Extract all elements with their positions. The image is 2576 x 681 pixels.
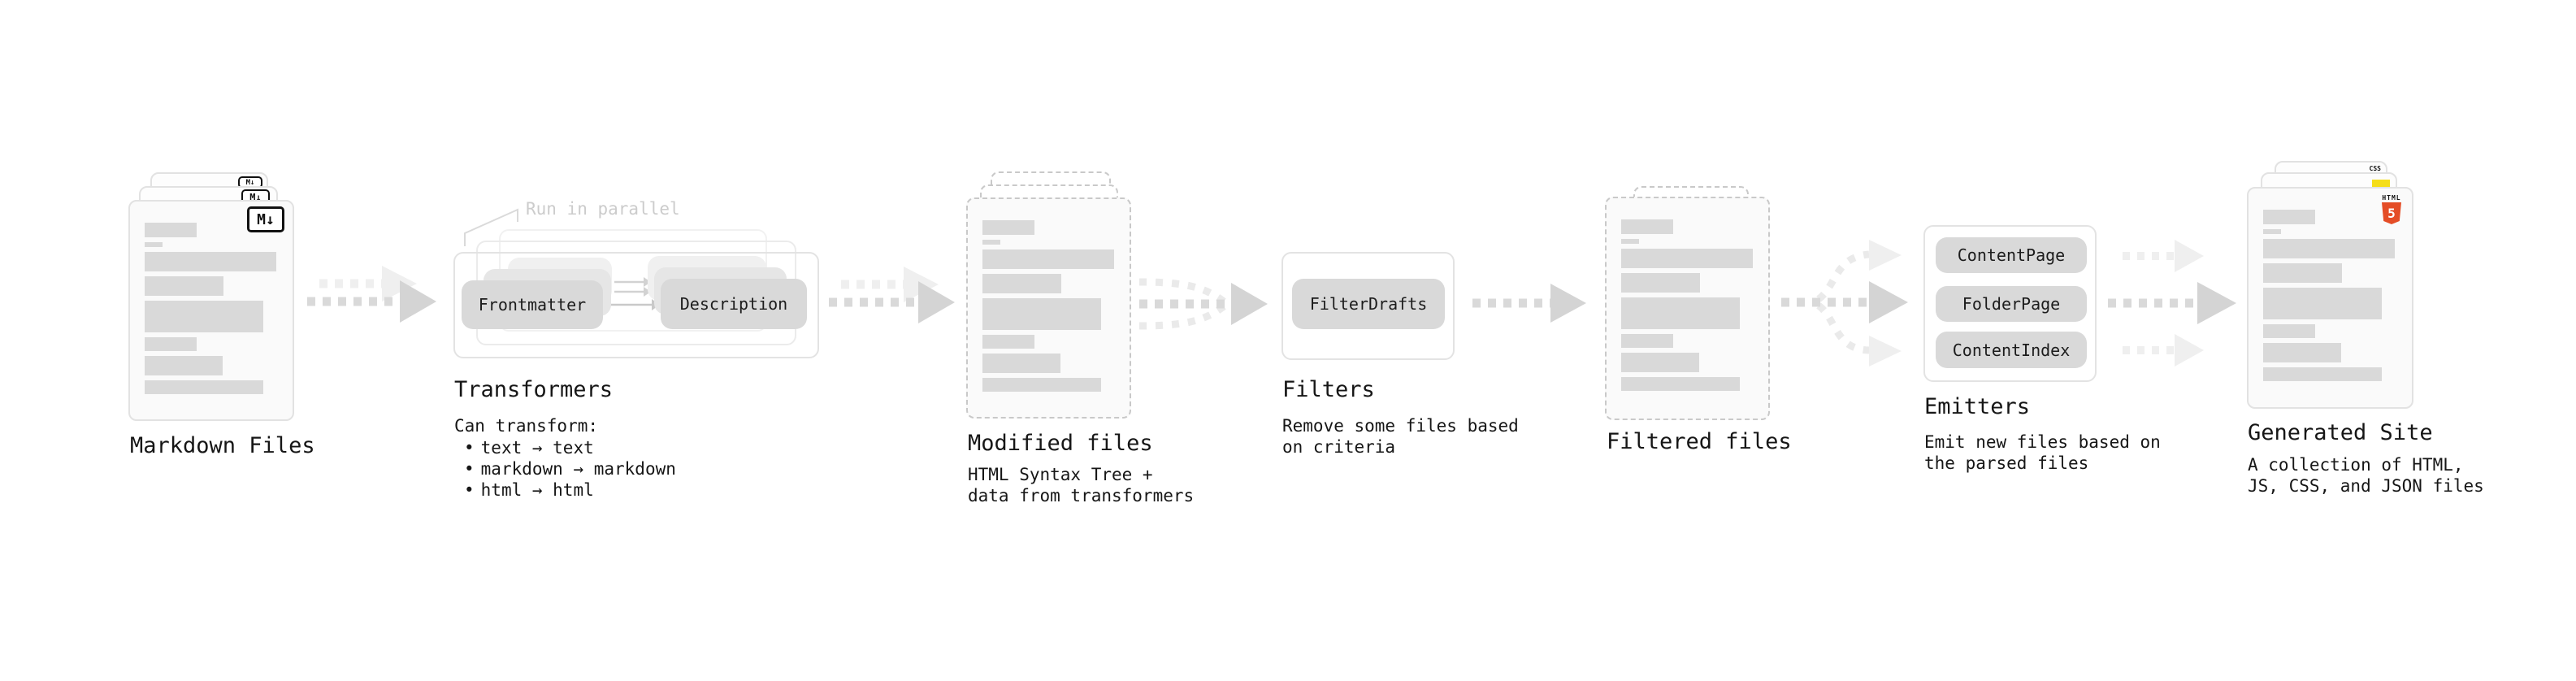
placeholder-bar	[2263, 229, 2281, 234]
frontmatter-pill: Frontmatter	[462, 280, 603, 329]
placeholder-bar	[982, 274, 1061, 293]
emitters-label: Emitters	[1924, 394, 2031, 419]
folderpage-pill: FolderPage	[1936, 286, 2087, 322]
placeholder-bar	[1621, 377, 1740, 391]
description-line: on criteria	[1282, 437, 1396, 457]
arrow-filtered-to-emitters	[1781, 240, 1908, 367]
transformers-description: Can transform:	[454, 416, 599, 436]
description-line: data from transformers	[968, 486, 1195, 505]
bullet-text: text → text	[480, 438, 594, 458]
arrow-filters-to-filtered	[1472, 284, 1586, 323]
modified-files-label: Modified files	[968, 431, 1153, 456]
placeholder-bar	[2263, 210, 2315, 224]
filters-description: Remove some files based on criteria	[1282, 415, 1519, 458]
html5-icon-text: HTML	[2382, 194, 2401, 202]
description-line: Emit new files based on	[1924, 432, 2161, 452]
placeholder-text-lines	[1621, 219, 1753, 391]
placeholder-bar	[2263, 324, 2315, 338]
markdown-files-label: Markdown Files	[130, 433, 315, 458]
description-line: JS, CSS, and JSON files	[2248, 476, 2484, 496]
placeholder-bar	[2263, 343, 2341, 362]
placeholder-bar	[982, 378, 1101, 392]
modified-files-description: HTML Syntax Tree + data from transformer…	[968, 464, 1194, 506]
placeholder-bar	[145, 380, 263, 394]
emitters-description: Emit new files based on the parsed files	[1924, 432, 2161, 474]
arrow-transformers-to-modified	[829, 267, 955, 323]
description-line: HTML Syntax Tree +	[968, 465, 1153, 484]
placeholder-bar	[1621, 297, 1740, 329]
placeholder-text-lines	[145, 223, 276, 394]
placeholder-bar	[1621, 353, 1699, 372]
placeholder-text-lines	[982, 220, 1114, 392]
file-card-front	[1605, 197, 1770, 420]
html5-icon-shield: 5	[2382, 202, 2401, 224]
placeholder-bar	[982, 354, 1060, 373]
transformer-box-front	[453, 252, 819, 358]
placeholder-bar	[145, 276, 223, 296]
placeholder-bar	[1621, 239, 1639, 244]
description-line: Remove some files based	[1282, 416, 1519, 436]
generated-site-description: A collection of HTML, JS, CSS, and JSON …	[2248, 454, 2484, 497]
placeholder-bar	[145, 356, 223, 375]
bullet-text: markdown → markdown	[480, 459, 676, 479]
placeholder-bar	[145, 337, 197, 351]
contentindex-pill: ContentIndex	[1936, 332, 2087, 368]
js-file-icon	[2372, 180, 2390, 189]
filterdrafts-pill: FilterDrafts	[1292, 279, 1445, 329]
placeholder-bar	[2263, 288, 2382, 319]
placeholder-bar	[2263, 367, 2382, 381]
html5-icon: HTML 5	[2381, 194, 2402, 224]
placeholder-bar	[1621, 273, 1700, 293]
contentpage-pill: ContentPage	[1936, 237, 2087, 273]
placeholder-bar	[145, 223, 197, 237]
arrow-modified-to-filters	[1138, 278, 1268, 330]
filters-label: Filters	[1282, 377, 1375, 402]
filtered-files-label: Filtered files	[1607, 429, 1792, 454]
file-card-front	[966, 197, 1131, 419]
bullet-text: html → html	[480, 480, 594, 500]
markdown-icon: M↓	[247, 206, 284, 232]
placeholder-bar	[145, 252, 276, 271]
placeholder-bar	[1621, 249, 1753, 268]
bullet-item: • text → text	[464, 437, 676, 458]
file-card-front: M↓	[128, 200, 294, 421]
arrow-emitters-to-generated	[2108, 240, 2236, 367]
placeholder-bar	[2263, 239, 2395, 258]
bullet-dot: •	[464, 438, 475, 458]
bullet-item: • markdown → markdown	[464, 458, 676, 479]
bullet-item: • html → html	[464, 479, 676, 501]
transformers-bullet-list: • text → text • markdown → markdown • ht…	[464, 437, 676, 501]
placeholder-bar	[145, 301, 263, 332]
transformers-label: Transformers	[454, 377, 614, 402]
description-line: A collection of HTML,	[2248, 455, 2464, 475]
description-line: the parsed files	[1924, 453, 2089, 473]
placeholder-bar	[982, 220, 1034, 235]
placeholder-bar	[982, 298, 1101, 330]
placeholder-bar	[982, 335, 1034, 349]
placeholder-text-lines	[2263, 210, 2395, 381]
arrow-markdown-to-transformers	[307, 266, 436, 323]
bullet-dot: •	[464, 459, 475, 479]
generated-site-label: Generated Site	[2248, 420, 2433, 445]
placeholder-bar	[982, 249, 1114, 269]
placeholder-bar	[982, 240, 1000, 245]
placeholder-bar	[1621, 334, 1673, 348]
run-in-parallel-note: Run in parallel	[526, 199, 680, 219]
placeholder-bar	[2263, 263, 2342, 283]
placeholder-bar	[1621, 219, 1673, 234]
file-card-front: HTML 5	[2247, 187, 2413, 409]
bullet-dot: •	[464, 480, 475, 500]
description-pill: Description	[661, 279, 807, 329]
placeholder-bar	[145, 242, 163, 247]
